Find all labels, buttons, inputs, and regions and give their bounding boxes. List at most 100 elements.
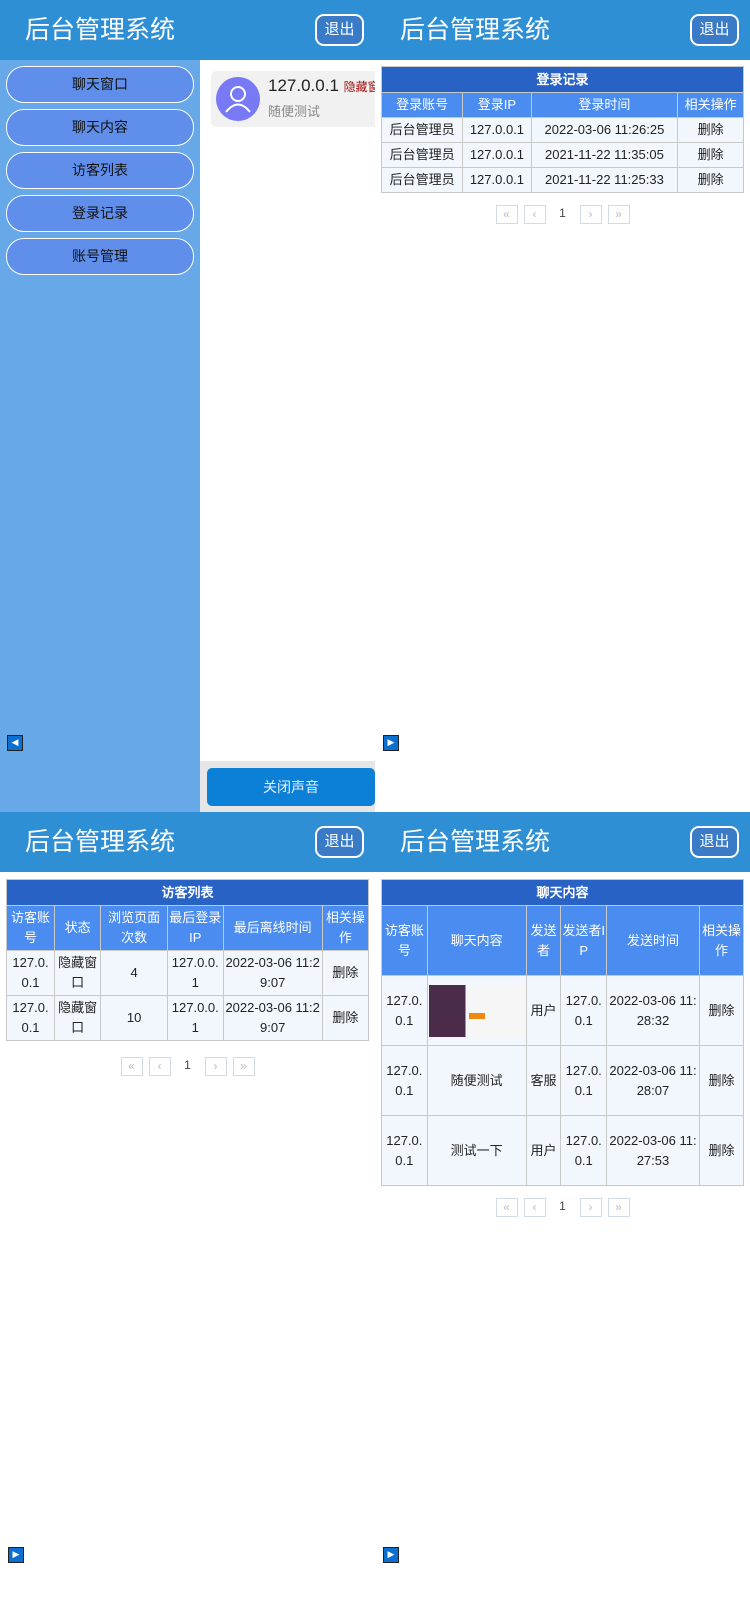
ip-cell: 127.0.0.1 xyxy=(560,1045,608,1116)
prev-page-button[interactable]: ‹ xyxy=(523,205,546,224)
column-header: 聊天内容 xyxy=(426,905,527,976)
current-page: 1 xyxy=(559,206,566,220)
sidebar: 聊天窗口 聊天内容 访客列表 登录记录 账号管理 ◀ xyxy=(0,60,200,812)
header: 后台管理系统 退出 xyxy=(375,0,750,60)
next-page-button[interactable]: › xyxy=(579,1198,602,1217)
sender-cell: 用户 xyxy=(525,975,562,1046)
sidebar-item-visitor-list[interactable]: 访客列表 xyxy=(6,152,194,189)
pagination: « ‹ 1 › » xyxy=(375,205,750,224)
visitor-cell: 127.0.0.1 xyxy=(5,950,56,996)
column-header: 发送时间 xyxy=(606,905,700,976)
logout-button[interactable]: 退出 xyxy=(690,826,739,858)
header: 后台管理系统退出 xyxy=(0,0,375,60)
delete-link[interactable]: 删除 xyxy=(698,1115,745,1186)
delete-link[interactable]: 删除 xyxy=(698,975,745,1046)
delete-link[interactable]: 删除 xyxy=(677,117,744,143)
sidebar-item-chat-window[interactable]: 聊天窗口 xyxy=(6,66,194,103)
delete-link[interactable]: 删除 xyxy=(677,167,744,193)
message-cell: 测试一下 xyxy=(426,1115,527,1186)
sound-bar: 关闭声音 xyxy=(200,761,375,812)
current-page: 1 xyxy=(184,1058,191,1072)
next-page-button[interactable]: › xyxy=(579,205,602,224)
delete-link[interactable]: 删除 xyxy=(677,142,744,168)
sidebar-item-chat-content[interactable]: 聊天内容 xyxy=(6,109,194,146)
delete-link[interactable]: 删除 xyxy=(698,1045,745,1116)
visitor-cell: 127.0.0.1 xyxy=(381,1045,428,1116)
last-page-button[interactable]: » xyxy=(607,1198,630,1217)
expand-sidebar-icon[interactable]: ▶ xyxy=(383,1547,399,1563)
logout-button[interactable]: 退出 xyxy=(315,826,364,858)
expand-sidebar-icon[interactable]: ▶ xyxy=(8,1547,24,1563)
visitor-cell: 127.0.0.1 xyxy=(5,995,56,1041)
column-header: 访客账号 xyxy=(381,905,428,976)
sender-cell: 用户 xyxy=(525,1115,562,1186)
ip-cell: 127.0.0.1 xyxy=(166,950,224,996)
ip-cell: 127.0.0.1 xyxy=(462,167,532,193)
logout-button[interactable]: 退出 xyxy=(315,14,364,46)
column-header: 浏览页面次数 xyxy=(100,905,168,951)
expand-sidebar-icon[interactable]: ▶ xyxy=(383,735,399,751)
image-message-cell xyxy=(426,975,527,1046)
prev-page-button[interactable]: ‹ xyxy=(523,1198,546,1217)
table-title: 登录记录 xyxy=(381,66,744,93)
prev-page-button[interactable]: ‹ xyxy=(148,1057,171,1076)
time-cell: 2022-03-06 11:26:25 xyxy=(530,117,679,143)
close-sound-button[interactable]: 关闭声音 xyxy=(207,768,375,806)
message-image-thumbnail[interactable] xyxy=(428,984,525,1037)
app-title: 后台管理系统 xyxy=(400,16,551,44)
header: 后台管理系统退出 xyxy=(375,812,750,872)
time-cell: 2021-11-22 11:35:05 xyxy=(530,142,679,168)
time-cell: 2021-11-22 11:25:33 xyxy=(530,167,679,193)
column-header: 登录IP xyxy=(462,92,532,118)
table-title: 访客列表 xyxy=(6,879,369,906)
first-page-button[interactable]: « xyxy=(495,205,518,224)
next-page-button[interactable]: › xyxy=(204,1057,227,1076)
first-page-button[interactable]: « xyxy=(120,1057,143,1076)
header: 后台管理系统退出 xyxy=(0,812,375,872)
visitor-cell: 127.0.0.1 xyxy=(381,975,428,1046)
status-cell: 隐藏窗口 xyxy=(54,995,102,1041)
sender-cell: 客服 xyxy=(525,1045,562,1116)
last-page-button[interactable]: » xyxy=(607,205,630,224)
logout-button[interactable]: 退出 xyxy=(690,14,739,46)
time-cell: 2022-03-06 11:28:07 xyxy=(606,1045,700,1116)
ip-cell: 127.0.0.1 xyxy=(462,142,532,168)
visitor-ip: 127.0.0.1 xyxy=(268,76,339,95)
ip-cell: 127.0.0.1 xyxy=(560,1115,608,1186)
account-cell: 后台管理员 xyxy=(380,117,464,143)
delete-link[interactable]: 删除 xyxy=(321,995,370,1041)
current-page: 1 xyxy=(559,1199,566,1213)
collapse-sidebar-icon[interactable]: ◀ xyxy=(7,735,23,751)
first-page-button[interactable]: « xyxy=(495,1198,518,1217)
column-header: 登录账号 xyxy=(380,92,464,118)
sidebar-item-account-management[interactable]: 账号管理 xyxy=(6,238,194,275)
status-cell: 隐藏窗口 xyxy=(54,950,102,996)
last-page-button[interactable]: » xyxy=(232,1057,255,1076)
visitor-status: 隐藏窗口 xyxy=(343,80,375,94)
pagination: « ‹ 1 › » xyxy=(0,1057,375,1076)
visitor-chat-item[interactable]: 127.0.0.1 隐藏窗口 随便测试 xyxy=(211,71,375,127)
account-cell: 后台管理员 xyxy=(380,142,464,168)
column-header: 相关操作 xyxy=(321,905,370,951)
delete-link[interactable]: 删除 xyxy=(321,950,370,996)
ip-cell: 127.0.0.1 xyxy=(166,995,224,1041)
column-header: 相关操作 xyxy=(698,905,745,976)
sidebar-item-login-records[interactable]: 登录记录 xyxy=(6,195,194,232)
column-header: 最后离线时间 xyxy=(222,905,323,951)
column-header: 访客账号 xyxy=(5,905,56,951)
time-cell: 2022-03-06 11:29:07 xyxy=(222,995,323,1041)
message-cell: 随便测试 xyxy=(426,1045,527,1116)
time-cell: 2022-03-06 11:28:32 xyxy=(606,975,700,1046)
column-header: 相关操作 xyxy=(677,92,744,118)
time-cell: 2022-03-06 11:27:53 xyxy=(606,1115,700,1186)
